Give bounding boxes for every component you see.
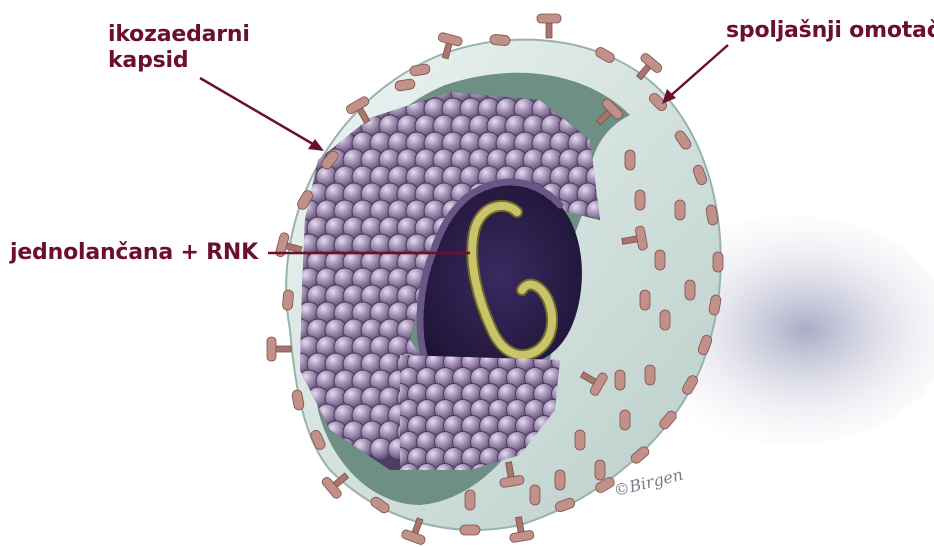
glycoprotein-spike	[537, 14, 561, 38]
capsomere	[298, 98, 320, 120]
capsid-label-line2: kapsid	[108, 48, 250, 74]
membrane-protein	[685, 280, 695, 300]
envelope-label: spoljašnji omotač	[726, 18, 934, 44]
glycoprotein-spike	[267, 337, 291, 361]
capsomere	[307, 81, 329, 103]
membrane-protein	[615, 370, 625, 390]
capsomere	[325, 81, 347, 103]
rna-label: jednolančana + RNK	[10, 240, 258, 266]
capsomere	[289, 81, 311, 103]
capsid-pointer-arrowhead	[308, 139, 324, 151]
membrane-protein	[645, 365, 655, 385]
membrane-protein	[713, 252, 723, 272]
membrane-protein	[675, 200, 685, 220]
membrane-protein	[635, 190, 645, 210]
capsomere	[316, 98, 338, 120]
membrane-protein	[555, 470, 565, 490]
capsid-pointer-line	[200, 78, 318, 147]
capsid-label: ikozaedarni kapsid	[108, 22, 250, 74]
capsomere	[289, 149, 311, 171]
envelope-pointer-line	[668, 45, 728, 98]
membrane-protein	[460, 525, 480, 535]
membrane-protein	[282, 290, 294, 311]
membrane-protein	[575, 430, 585, 450]
membrane-protein	[660, 310, 670, 330]
membrane-protein	[625, 150, 635, 170]
membrane-protein	[530, 485, 540, 505]
membrane-protein	[655, 250, 665, 270]
membrane-protein	[620, 410, 630, 430]
membrane-protein	[595, 460, 605, 480]
capsomere	[307, 115, 329, 137]
membrane-protein	[640, 290, 650, 310]
capsid-label-line1: ikozaedarni	[108, 22, 250, 48]
capsomere	[289, 115, 311, 137]
membrane-protein	[490, 34, 511, 46]
membrane-protein	[465, 490, 475, 510]
